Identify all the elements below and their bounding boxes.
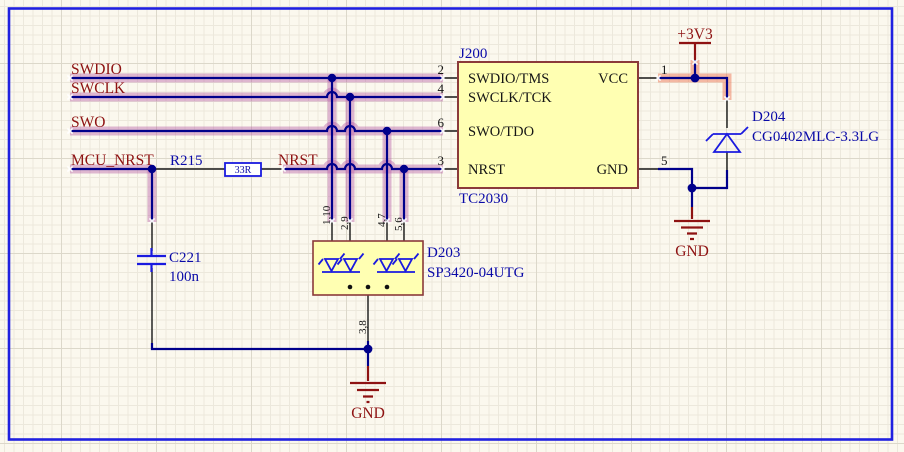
connector-part[interactable]: TC2030	[459, 191, 508, 207]
sheet-border	[7, 7, 894, 441]
tvs-pin-label-5-6: 5,6	[393, 217, 405, 231]
power-label-3v3[interactable]: +3V3	[677, 26, 713, 43]
pin-name-swo-tdo: SWO/TDO	[468, 124, 534, 140]
power-label-gnd-right[interactable]: GND	[675, 243, 709, 260]
net-label-nrst[interactable]: NRST	[278, 152, 318, 169]
pin-number-6: 6	[438, 115, 445, 130]
connector-j200[interactable]	[457, 61, 639, 189]
tvs-designator[interactable]: D203	[427, 245, 460, 261]
resistor-designator[interactable]: R215	[170, 153, 203, 169]
tvs-pin-label-1-10: 1,10	[321, 205, 333, 225]
zener-designator[interactable]: D204	[752, 109, 786, 125]
tvs-diode-pair-left	[317, 252, 365, 273]
capacitor-c221[interactable]	[137, 248, 166, 272]
wire-gnd-bottom[interactable]	[150, 341, 370, 366]
pin-number-5: 5	[661, 153, 668, 168]
pin-number-3: 3	[438, 153, 445, 168]
net-label-swclk[interactable]: SWCLK	[71, 80, 126, 97]
pin-name-gnd: GND	[597, 162, 628, 178]
tvs-array-d203[interactable]	[312, 240, 424, 296]
tvs-part[interactable]: SP3420-04UTG	[427, 265, 525, 281]
tvs-inner-junction	[365, 284, 371, 290]
zener-diode-d204[interactable]	[705, 126, 749, 153]
tvs-inner-junction	[384, 284, 390, 290]
connector-body[interactable]	[457, 61, 639, 189]
pin-name-swdio-tms: SWDIO/TMS	[468, 71, 549, 87]
resistor-r215[interactable]	[224, 162, 262, 177]
tvs-pin-label-2-9: 2,9	[339, 216, 351, 230]
tvs-diode-pair-right	[372, 252, 420, 273]
pin-name-swclk-tck: SWCLK/TCK	[468, 90, 552, 106]
power-rail-3v3-symbol[interactable]	[679, 41, 711, 60]
power-label-gnd-bottom[interactable]: GND	[351, 405, 385, 422]
wire-gnd-right[interactable]	[658, 167, 729, 207]
tvs-pin-label-3-8: 3,8	[357, 320, 369, 334]
capacitor-value[interactable]: 100n	[169, 269, 200, 285]
net-label-mcu-nrst[interactable]: MCU_NRST	[71, 152, 154, 169]
tvs-inner-junction	[347, 284, 353, 290]
connector-designator[interactable]: J200	[459, 46, 487, 62]
capacitor-designator[interactable]: C221	[169, 250, 202, 266]
pin-name-nrst: NRST	[468, 162, 505, 178]
resistor-value[interactable]: 33R	[235, 165, 252, 176]
net-label-swo[interactable]: SWO	[71, 114, 105, 131]
junction-dots	[147, 73, 700, 354]
gnd-symbol-right[interactable]	[674, 207, 710, 241]
pin-number-4: 4	[438, 81, 445, 96]
pin-number-2: 2	[438, 62, 445, 77]
net-label-swdio[interactable]: SWDIO	[71, 61, 122, 78]
pin-name-vcc: VCC	[598, 71, 628, 87]
zener-part[interactable]: CG0402MLC-3.3LG	[752, 129, 879, 145]
resistor-body[interactable]	[224, 162, 262, 177]
pin-number-1: 1	[661, 62, 668, 77]
connector-pin-stubs	[443, 77, 658, 170]
gnd-symbol-bottom[interactable]	[350, 366, 386, 404]
tvs-pin-label-4-7: 4,7	[376, 213, 388, 227]
